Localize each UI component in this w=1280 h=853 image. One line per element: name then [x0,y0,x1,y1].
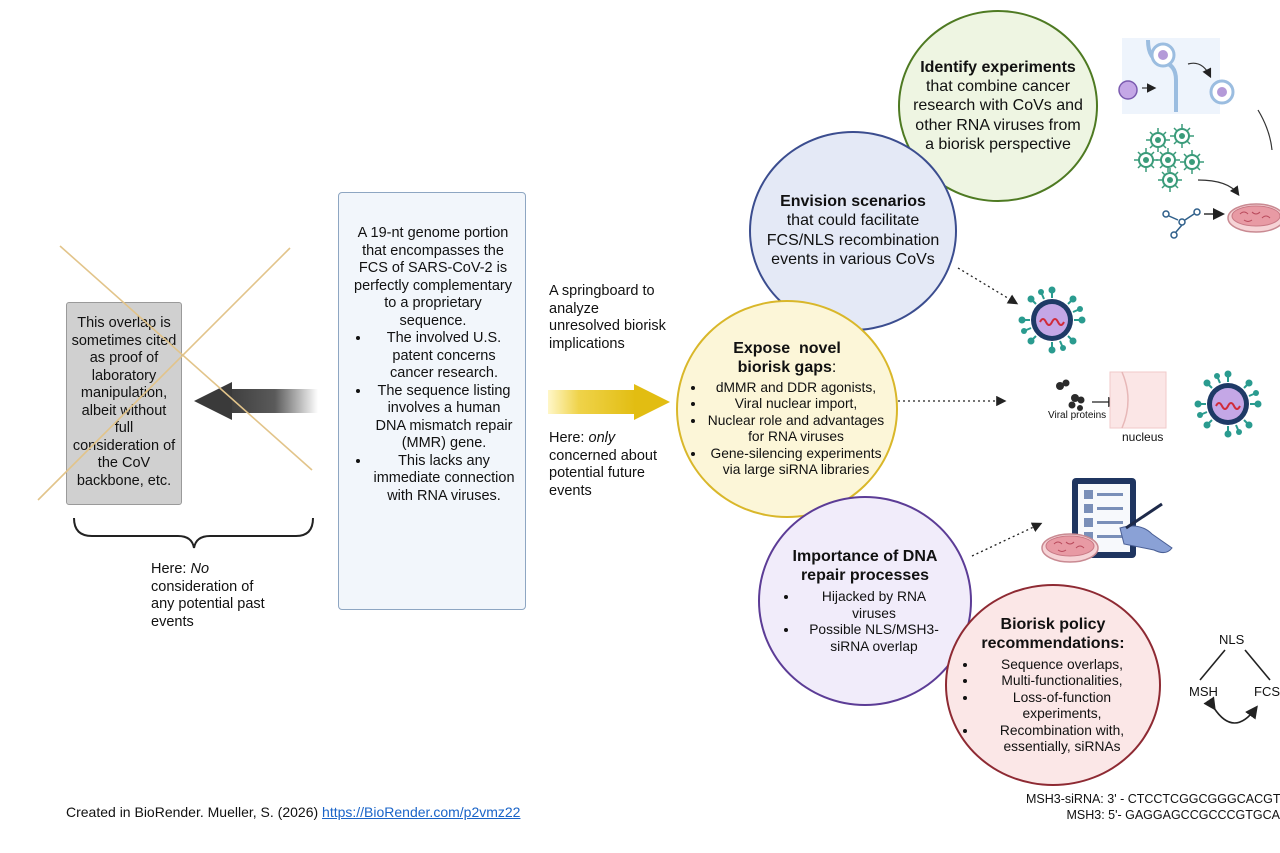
circle-bullet: Recombination with, essentially, siRNAs [978,723,1146,756]
dotted-arrow-envision [957,267,1019,305]
circle-bullets: dMMR and DDR agonists, Viral nuclear imp… [688,380,886,479]
virus-cluster [1133,123,1240,196]
caption-prefix: Here: [151,561,191,577]
past-events-caption: Here: No consideration of any potential … [151,561,271,631]
patent-bullets: The involved U.S. patent concerns cancer… [349,330,517,505]
circle-bullets: Sequence overlaps, Multi-functionalities… [960,657,1146,756]
circle-dna-repair: Importance of DNA repair processes Hijac… [758,496,972,706]
sirna-sequence: MSH3-siRNA: 3' - CTCCTCGGCGGGCACGT [1026,792,1280,806]
infection-illustration [1118,38,1273,151]
circle-title: Importance of DNA repair processes [792,548,938,584]
fcs-label: FCS [1254,684,1280,699]
circle-title: Identify experiments [920,58,1076,76]
nls-label: NLS [1219,632,1245,647]
credit-text: Created in BioRender. Mueller, S. (2026) [66,804,323,820]
caption-rest: concerned about potential future events [549,447,658,499]
circle-expose-biorisk-gaps: Expose novel biorisk gaps: dMMR and DDR … [676,300,898,518]
circle-bullet: Nuclear role and advantages for RNA viru… [706,413,886,446]
msh3-sequence: MSH3: 5'- GAGGAGCCGCCCGTGCA [1066,808,1280,822]
viral-proteins-label: Viral proteins [1048,410,1107,421]
circle-title: Envision scenarios [780,193,926,211]
circle-subtitle: biorisk gaps: [738,358,837,378]
circle-title: Expose novel [733,340,841,358]
springboard-text: A springboard to analyze unresolved bior… [549,283,666,352]
future-events-caption: Here: only concerned about potential fut… [549,430,661,500]
circle-bullet: Viral nuclear import, [706,396,886,413]
circle-bullet: Sequence overlaps, [978,657,1146,674]
caption-emphasis: No [190,561,210,577]
circle-bullet: Multi-functionalities, [978,673,1146,690]
credit-line: Created in BioRender. Mueller, S. (2026)… [66,804,520,820]
patent-intro: A 19-nt genome portion that encompasses … [354,225,512,329]
nucleus-shape [1109,371,1167,429]
nucleus-label: nucleus [1122,430,1164,444]
viral-proteins-icon [1056,379,1085,411]
circle-title-line2: biorisk gaps [737,359,832,377]
circle-bullet: Loss-of-function experiments, [978,690,1146,723]
biorender-link[interactable]: https://BioRender.com/p2vmz22 [322,804,521,820]
circle-bullet: Gene-silencing experiments via large siR… [706,446,886,479]
past-claim-text: This overlap is sometimes cited as proof… [71,315,177,489]
circle-envision-scenarios: Envision scenarios that could facilitate… [749,131,957,331]
caption-emphasis: only [588,430,616,446]
msh-label: MSH [1189,684,1218,699]
circle-biorisk-policy: Biorisk policy recommendations: Sequence… [945,584,1161,786]
chemical-structure [1162,208,1225,239]
circle-bullet: dMMR and DDR agonists, [706,380,886,397]
right-arrow [548,384,670,420]
curly-brace [73,517,314,549]
circle-title: Biorisk policy recommendations: [981,615,1125,652]
patent-bullet: This lacks any immediate connection with… [371,453,517,506]
past-claim-box: This overlap is sometimes cited as proof… [66,302,182,505]
circle-title-suffix: : [831,359,837,377]
patent-bullet: The involved U.S. patent concerns cancer… [371,330,517,383]
circle-body: that could facilitate FCS/NLS recombinat… [766,212,940,269]
nls-msh-fcs-triangle [1199,649,1271,724]
patent-sequence-box: A 19-nt genome portion that encompasses … [338,192,526,610]
circle-body: that combine cancer research with CoVs a… [913,77,1083,154]
patent-bullet: The sequence listing involves a human DN… [371,383,517,453]
caption-prefix: Here: [549,430,589,446]
circle-bullet: Hijacked by RNA viruses [799,589,949,622]
circle-bullets: Hijacked by RNA viruses Possible NLS/MSH… [781,589,949,655]
caption-rest: consideration of any potential past even… [151,578,265,630]
circle-bullet: Possible NLS/MSH3-siRNA overlap [799,622,949,655]
